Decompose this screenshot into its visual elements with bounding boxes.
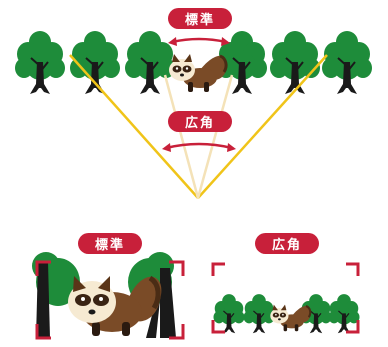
standard-angle-arrow — [168, 37, 230, 46]
tree-icon — [321, 30, 373, 95]
tree-icon — [212, 293, 246, 334]
wide-frame-corners — [211, 262, 360, 334]
tree-icon — [14, 30, 66, 95]
tanuki-small-icon — [269, 303, 312, 333]
standard-panel — [32, 252, 185, 340]
wide-label-bottom: 広角 — [255, 233, 319, 254]
tanuki-large-icon — [68, 275, 162, 336]
standard-label-bottom: 標準 — [78, 233, 142, 254]
tanuki-icon — [167, 52, 229, 94]
standard-angle-lines — [163, 74, 234, 199]
tree-icon — [327, 293, 361, 334]
tree-icon — [269, 30, 321, 95]
wide-label-top: 広角 — [168, 111, 232, 132]
wide-angle-arrow — [162, 142, 236, 152]
standard-frame-corners — [35, 260, 185, 340]
tree-icon — [242, 293, 276, 334]
wide-panel — [211, 262, 361, 334]
standard-label-top: 標準 — [168, 8, 232, 29]
wide-angle-lines — [69, 54, 328, 199]
